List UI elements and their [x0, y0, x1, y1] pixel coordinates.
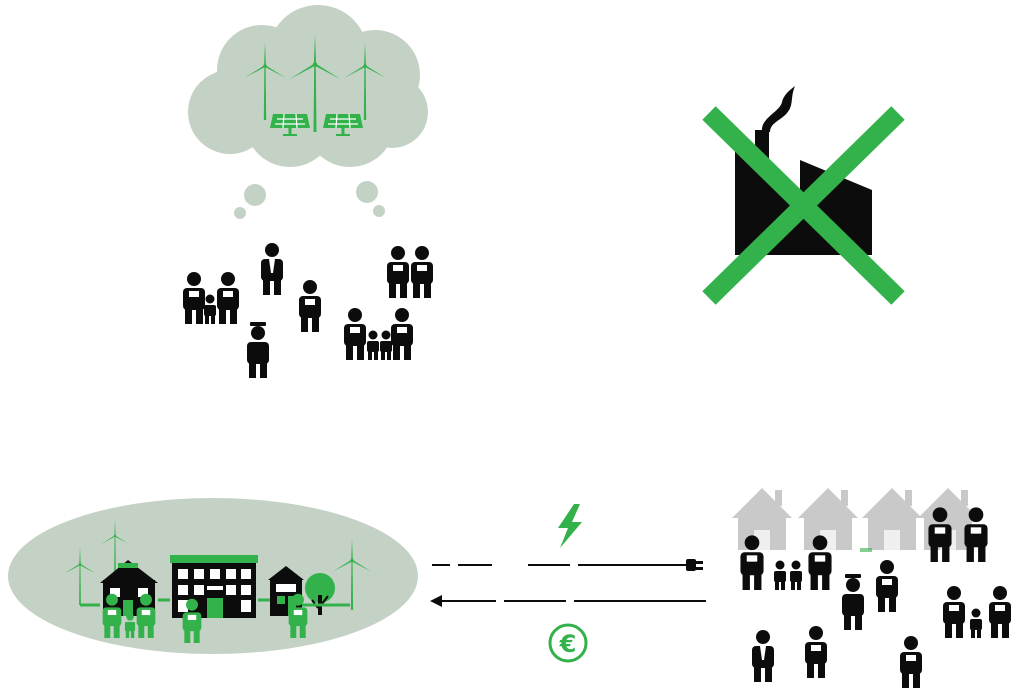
lightning-bolt-icon — [558, 504, 582, 548]
cloud-wind-turbines — [243, 34, 387, 132]
energy-flow — [432, 504, 703, 571]
cross-mark — [702, 106, 905, 305]
village-grid — [80, 598, 350, 607]
community-village-icon — [8, 498, 418, 654]
citizens-group — [183, 243, 433, 378]
euro-coin-icon: € — [548, 623, 588, 663]
consumers-group — [732, 488, 1011, 688]
village-apartment-building — [170, 555, 258, 618]
money-flow: € — [430, 595, 706, 663]
thought-bubbles — [234, 181, 385, 219]
plug-icon — [686, 559, 703, 571]
fossil-plant-crossed-icon — [702, 86, 905, 305]
euro-symbol: € — [559, 630, 577, 658]
renewable-cloud-icon — [188, 5, 428, 219]
arrowhead-left-icon — [430, 595, 442, 607]
